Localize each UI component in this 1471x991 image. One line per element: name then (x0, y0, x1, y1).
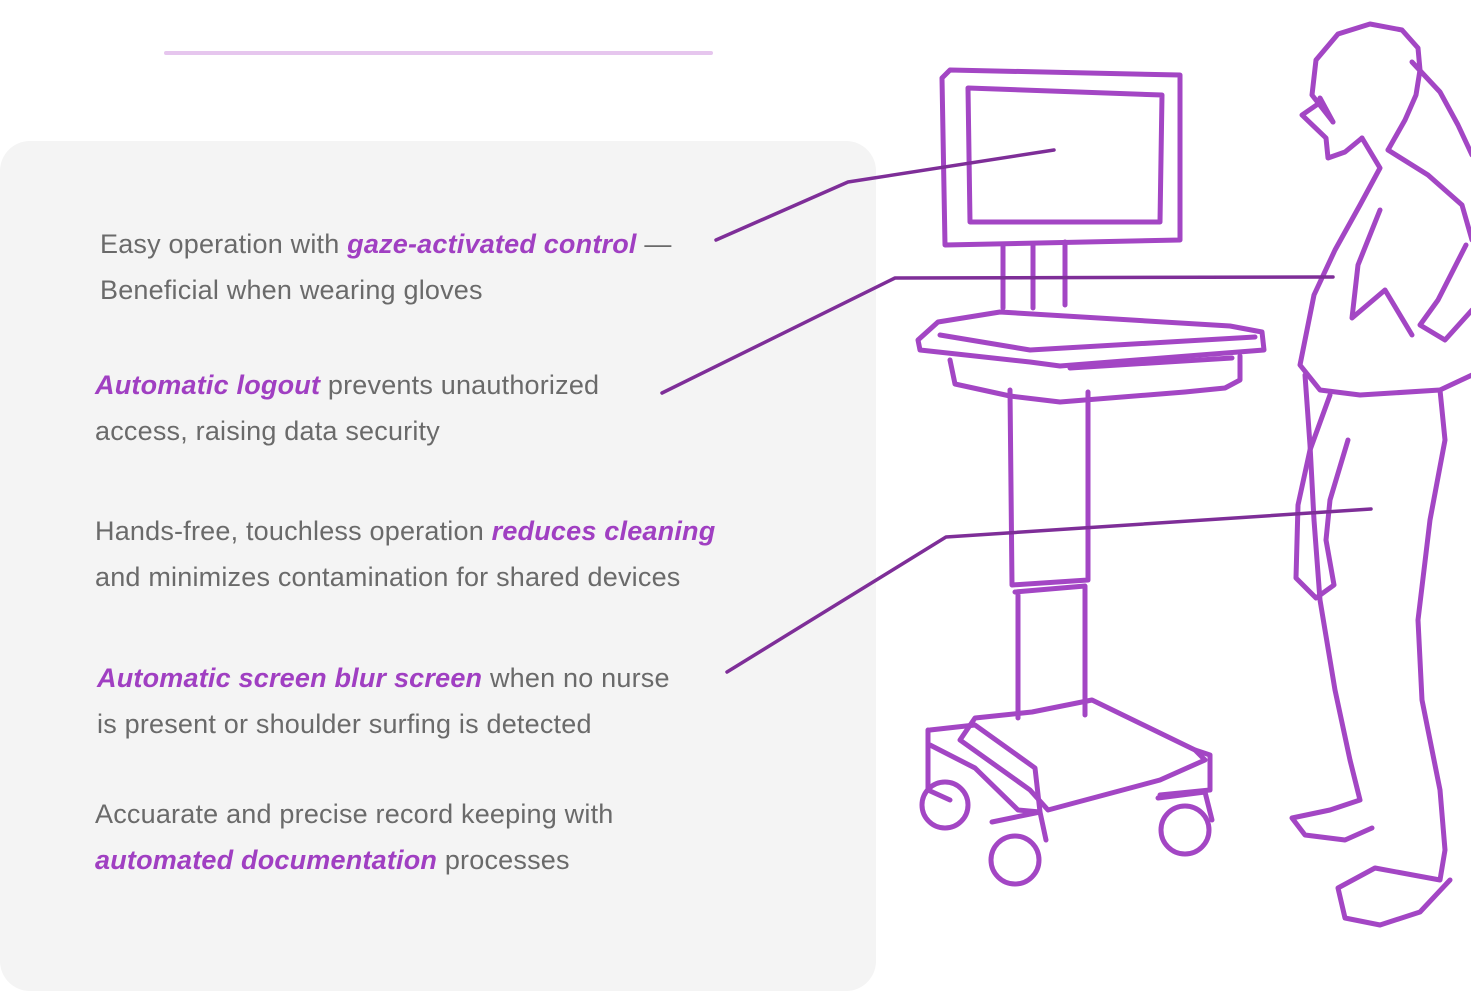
nurse-hand (1293, 392, 1351, 601)
caster-wheel-front-right (1158, 803, 1212, 857)
nurse-back-outline (1385, 147, 1471, 243)
column-lower (1012, 583, 1088, 721)
cart-base-platform (957, 697, 1208, 813)
caster-wheel-back-left (919, 779, 971, 831)
feature-text-segment: Beneficial when wearing gloves (100, 275, 483, 305)
feature-touchless-operation: Hands-free, touchless operation reduces … (95, 508, 715, 600)
nurse-face-outline (1299, 95, 1365, 161)
feature-screen-blur: Automatic screen blur screen when no nur… (97, 655, 670, 747)
leader-line-gaze-control (714, 148, 1056, 242)
feature-highlight: automated documentation (95, 845, 438, 875)
monitor-stem (1000, 239, 1068, 311)
nurse-figure-icon (1289, 21, 1471, 928)
nurse-front-leg (1289, 372, 1375, 843)
monitor-screen (965, 85, 1165, 225)
feature-highlight: reduces cleaning (491, 516, 716, 546)
leader-line-screen-blur (725, 507, 1373, 674)
feature-gaze-control: Easy operation with gaze-activated contr… (100, 221, 672, 313)
feature-highlight: gaze-activated control (347, 229, 637, 259)
leader-line-automatic-logout (660, 275, 1335, 395)
feature-text-segment: when no nurse (482, 663, 670, 693)
column-upper (1007, 387, 1091, 588)
feature-text-segment: Easy operation with (100, 229, 348, 259)
feature-text-segment: Hands-free, touchless operation (95, 516, 492, 546)
nurse-ponytail (1409, 59, 1471, 158)
nurse-arm-right (1417, 242, 1471, 343)
keyboard-drawer (947, 353, 1243, 405)
features-panel (0, 141, 876, 991)
feature-text-segment: and minimizes contamination for shared d… (95, 562, 681, 592)
feature-highlight: Automatic logout (95, 370, 321, 400)
feature-text-segment: is present or shoulder surfing is detect… (97, 709, 592, 739)
keyboard-tray-edge (937, 332, 1258, 353)
caster-mount-left (989, 809, 1049, 843)
medical-computer-cart-icon (915, 67, 1267, 887)
feature-text-segment: Accuarate and precise record keeping wit… (95, 799, 614, 829)
feature-text-segment: access, raising data security (95, 416, 440, 446)
feature-highlight: Automatic screen blur screen (97, 663, 483, 693)
caster-wheel-front-left (988, 833, 1042, 887)
feature-text-segment: processes (437, 845, 570, 875)
drawer-handle (1067, 355, 1235, 371)
top-accent-rule (164, 51, 713, 55)
nurse-torso-outline (1297, 135, 1471, 398)
nurse-back-leg (1335, 387, 1453, 928)
feature-text-segment: — (636, 229, 672, 259)
feature-automated-documentation: Accuarate and precise record keeping wit… (95, 791, 613, 883)
nurse-arm-left (1349, 207, 1415, 338)
caster-mount-right (1155, 789, 1215, 823)
feature-text-segment: prevents unauthorized (320, 370, 600, 400)
nurse-head-outline (1309, 21, 1423, 153)
feature-automatic-logout: Automatic logout prevents unauthorized a… (95, 362, 599, 454)
keyboard-tray-top (915, 309, 1267, 369)
